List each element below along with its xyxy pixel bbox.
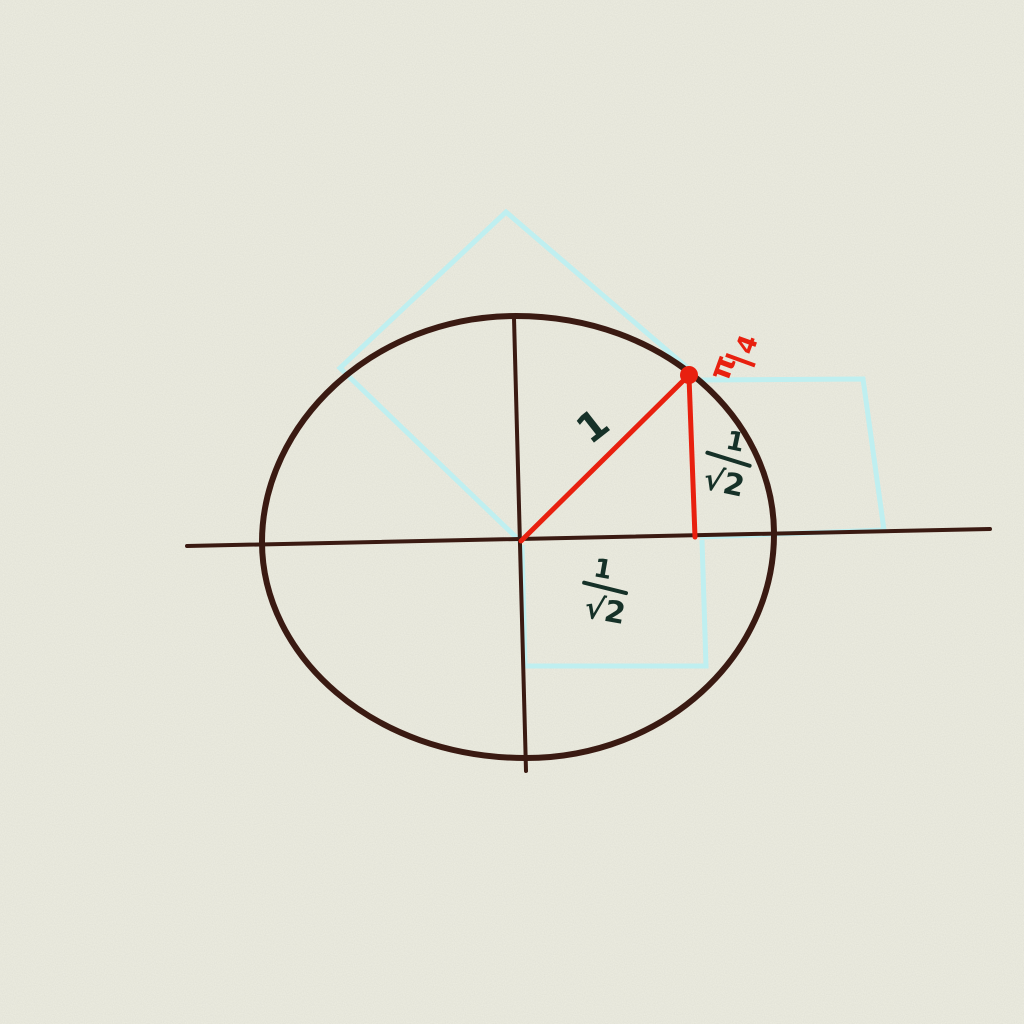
horizontal-leg-numerator: 1 xyxy=(591,553,614,586)
vertical-leg-label: 1 √2 xyxy=(700,426,752,505)
hypotenuse-square xyxy=(336,208,692,543)
vertical-leg-fraction-bar xyxy=(705,450,752,468)
vertical-leg-line xyxy=(686,374,698,540)
vertical-leg-numerator: 1 xyxy=(723,426,747,459)
horizontal-leg-fraction-bar xyxy=(582,580,628,596)
point-on-circle xyxy=(680,366,698,384)
axes xyxy=(185,316,992,773)
horizontal-leg-label: 1 √2 xyxy=(582,553,628,632)
horizontal-leg-denominator: √2 xyxy=(582,590,628,632)
unit-circle xyxy=(258,312,778,762)
vertical-leg-denominator: √2 xyxy=(700,462,747,505)
x-axis xyxy=(185,527,992,548)
y-axis xyxy=(512,316,528,773)
angle-fraction-bar xyxy=(725,352,756,368)
radius-line xyxy=(518,373,691,544)
red-triangle xyxy=(518,373,698,544)
